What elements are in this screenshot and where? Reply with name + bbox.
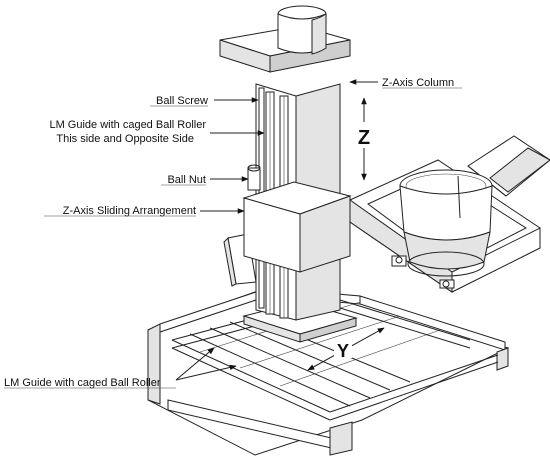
y-axis-label: Y	[337, 341, 349, 361]
ball-nut-label: Ball Nut	[167, 174, 206, 186]
z-axis-arrow: Z	[355, 97, 373, 181]
hopper-assembly	[349, 135, 550, 293]
column-top-cap	[219, 5, 351, 73]
lm-guide-label-line1: LM Guide with caged Ball Roller	[49, 119, 206, 131]
y-axis-arrow: Y	[307, 327, 385, 371]
z-column-label: Z-Axis Column	[382, 77, 454, 89]
z-axis-label: Z	[358, 127, 370, 149]
z-sliding-label: Z-Axis Sliding Arrangement	[63, 205, 196, 217]
leader-lines	[175, 79, 378, 381]
lm-guide-base-leader-2	[175, 364, 237, 381]
lm-guide-base-label: LM Guide with caged Ball Roller	[4, 377, 161, 389]
z-sliding-carriage	[242, 164, 352, 273]
lm-guide-base-leader-1	[175, 347, 215, 381]
ball-screw-label: Ball Screw	[156, 95, 208, 107]
callout-labels: Ball Screw LM Guide with caged Ball Roll…	[4, 77, 462, 389]
lm-guide-label-line2: This side and Opposite Side	[56, 133, 194, 145]
